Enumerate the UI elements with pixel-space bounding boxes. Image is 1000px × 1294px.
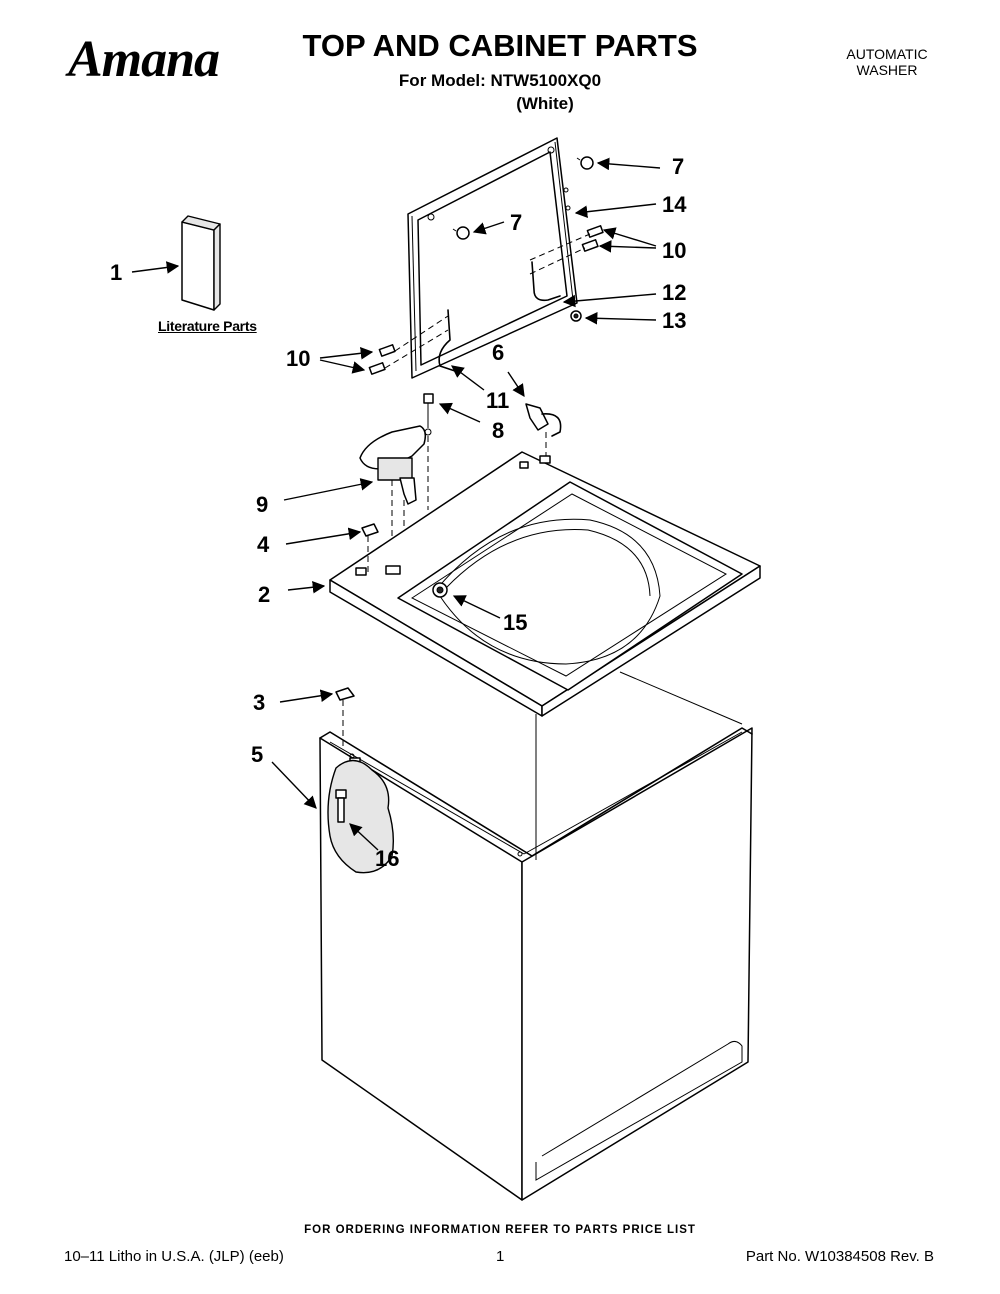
callout-2: 2 bbox=[258, 582, 271, 607]
top-clip bbox=[361, 523, 379, 576]
callout-6: 6 bbox=[492, 340, 505, 365]
part-number: Part No. W10384508 Rev. B bbox=[745, 1248, 934, 1265]
callout-5: 5 bbox=[251, 742, 264, 767]
callout-7: 7 bbox=[672, 154, 685, 179]
cabinet-clip bbox=[335, 687, 355, 746]
callout-4: 4 bbox=[257, 532, 270, 557]
lid-strike bbox=[525, 403, 562, 462]
brand-logo: Amana bbox=[68, 31, 220, 88]
lid-frame bbox=[407, 137, 578, 379]
callout-7: 7 bbox=[510, 210, 523, 235]
leader-lines bbox=[131, 157, 661, 851]
washer-top bbox=[329, 451, 761, 717]
product-type-line: AUTOMATIC bbox=[846, 46, 928, 62]
callout-12: 12 bbox=[662, 280, 687, 305]
page-number: 1 bbox=[496, 1248, 505, 1265]
hinge-bushing bbox=[570, 310, 582, 322]
literature-parts-label: Literature Parts bbox=[158, 318, 257, 334]
ordering-note: FOR ORDERING INFORMATION REFER TO PARTS … bbox=[304, 1224, 696, 1236]
literature-booklet bbox=[181, 215, 221, 311]
callout-14: 14 bbox=[662, 192, 687, 217]
lid-switch bbox=[359, 425, 427, 562]
model-line: For Model: NTW5100XQ0 bbox=[398, 71, 602, 90]
lid-hinge bbox=[438, 261, 561, 373]
lid-bumper bbox=[452, 156, 594, 240]
page-title: TOP AND CABINET PARTS bbox=[302, 28, 698, 63]
callout-8: 8 bbox=[492, 418, 505, 443]
litho-info: 10–11 Litho in U.S.A. (JLP) (eeb) bbox=[64, 1248, 284, 1265]
callout-13: 13 bbox=[662, 308, 687, 333]
callout-9: 9 bbox=[256, 492, 269, 517]
callout-11: 11 bbox=[486, 388, 510, 413]
product-type: AUTOMATIC WASHER bbox=[820, 46, 954, 78]
callout-10: 10 bbox=[286, 346, 311, 371]
callout-16: 16 bbox=[375, 846, 400, 871]
cabinet bbox=[319, 671, 753, 1201]
hinge-screw bbox=[368, 225, 604, 375]
callout-15: 15 bbox=[503, 610, 528, 635]
callout-3: 3 bbox=[253, 690, 266, 715]
product-type-line: WASHER bbox=[856, 62, 918, 78]
callout-10: 10 bbox=[662, 238, 687, 263]
color-variant: (White) bbox=[516, 94, 574, 113]
lid-switch-screw bbox=[423, 393, 434, 510]
callout-1: 1 bbox=[110, 260, 123, 285]
